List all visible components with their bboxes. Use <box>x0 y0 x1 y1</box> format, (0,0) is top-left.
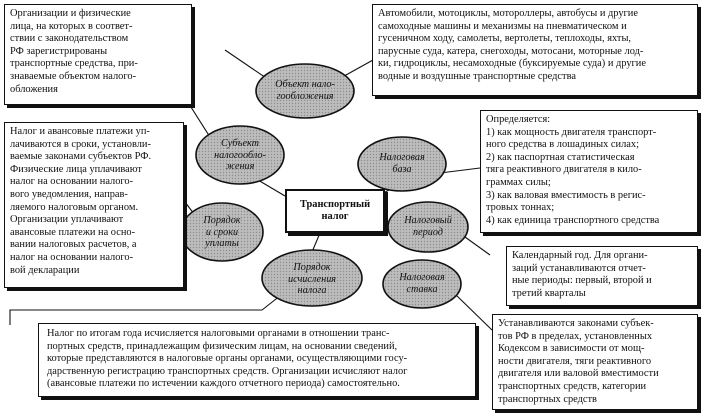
bubble-rate: Налоговая ставка <box>399 272 445 295</box>
bubble-subject: Субъект налогообло- жения <box>214 138 266 173</box>
box-subjects: Организации и физические лица, на которы… <box>4 4 192 105</box>
box-payment: Налог и авансовые платежи уп- лачиваются… <box>4 122 184 288</box>
bubble-rate-shape <box>382 259 462 309</box>
bubble-calc-shape <box>261 249 363 307</box>
box-calc: Налог по итогам года исчисляется налогов… <box>38 323 476 397</box>
center-title-line2: налог <box>321 211 349 222</box>
box-base: Определяется: 1) как мощность двигателя … <box>480 110 698 233</box>
connector-period <box>464 236 491 256</box>
bubble-object: Объект нало- гообложения <box>275 79 335 102</box>
bubble-period: Налоговый период <box>404 215 452 238</box>
connector-center-subject <box>257 179 286 197</box>
bubble-order: Порядок и сроки уплаты <box>203 215 241 250</box>
bubble-period-shape <box>387 201 469 253</box>
box-objects: Автомобили, мотоциклы, мотороллеры, авто… <box>372 4 698 96</box>
box-period: Календарный год. Для органи- заций устан… <box>506 246 698 306</box>
bubble-subject-shape <box>195 125 285 185</box>
bubble-base-shape <box>357 136 447 192</box>
bubble-calc: Порядок исчисления налога <box>287 262 337 297</box>
box-rate: Устанавливаются законами субъек- тов РФ … <box>492 314 698 410</box>
center-title-line1: Транспортный <box>299 198 371 210</box>
center-node: Транспортный налог <box>285 189 385 233</box>
bubble-object-shape <box>255 63 355 119</box>
bubble-base: Налоговая база <box>379 152 425 175</box>
connector-rate <box>454 293 493 331</box>
connector-center-calc <box>311 232 321 253</box>
connector-calc <box>9 287 291 325</box>
